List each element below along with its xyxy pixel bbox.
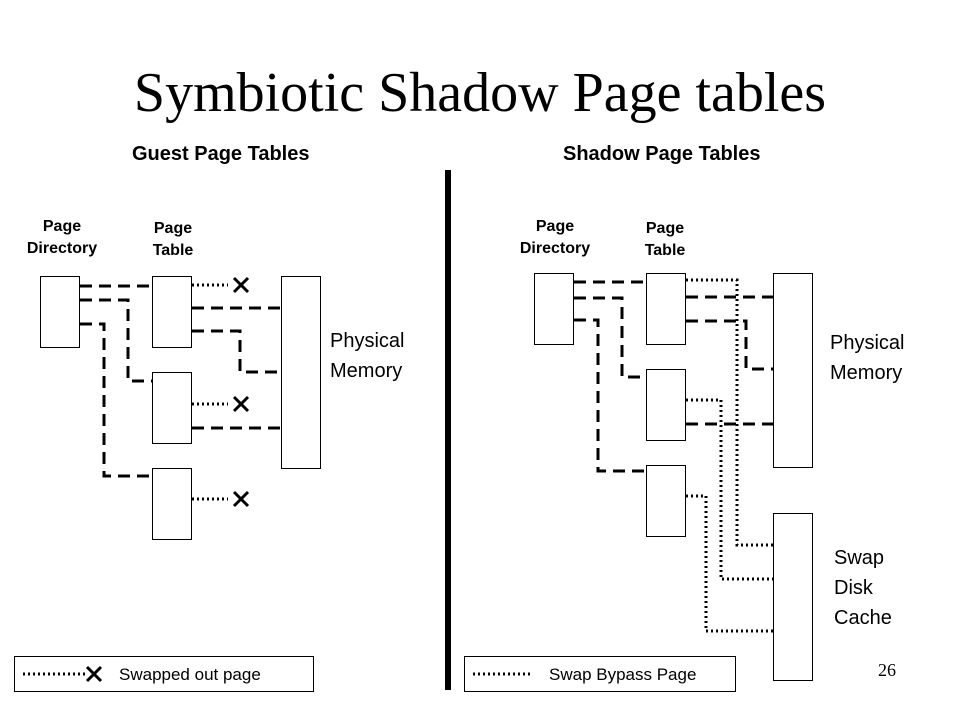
guest-physical-memory-box xyxy=(281,276,321,469)
guest-x-mark-2 xyxy=(232,395,250,413)
swap-bypass-legend-icon xyxy=(473,672,531,676)
shadow-dir-to-table2 xyxy=(574,296,646,379)
shadow-heading: Shadow Page Tables xyxy=(563,143,761,165)
shadow-page-table-box-2 xyxy=(646,369,686,441)
guest-page-table-box-1 xyxy=(152,276,192,348)
guest-dir-to-table2 xyxy=(80,298,152,383)
shadow-table1-to-mem-b xyxy=(686,319,773,371)
shadow-bypass-line-3 xyxy=(686,494,773,633)
legend-swap-bypass-text: Swap Bypass Page xyxy=(549,665,697,684)
guest-page-table-box-2 xyxy=(152,372,192,444)
shadow-page-table-box-1 xyxy=(646,273,686,345)
slide-title: Symbiotic Shadow Page tables xyxy=(133,62,827,124)
guest-x-mark-1 xyxy=(232,276,250,294)
guest-dir-to-table3 xyxy=(80,322,152,478)
page-number: 26 xyxy=(878,660,896,680)
shadow-physical-memory-box xyxy=(773,273,813,468)
swapped-out-legend-icon xyxy=(23,665,103,683)
shadow-dir-to-table3 xyxy=(574,318,646,473)
shadow-bypass-line-2 xyxy=(686,398,773,581)
shadow-bypass-line-1 xyxy=(686,278,773,547)
guest-x-mark-3 xyxy=(232,490,250,508)
legend-swapped-out: Swapped out page xyxy=(14,656,314,692)
legend-swap-bypass: Swap Bypass Page xyxy=(464,656,736,692)
guest-page-directory-box xyxy=(40,276,80,348)
swap-disk-cache-box xyxy=(773,513,813,681)
guest-heading: Guest Page Tables xyxy=(132,143,310,165)
shadow-page-directory-box xyxy=(534,273,574,345)
shadow-page-table-box-3 xyxy=(646,465,686,537)
guest-page-table-box-3 xyxy=(152,468,192,540)
guest-table1-to-mem-b xyxy=(192,329,281,374)
legend-swapped-out-text: Swapped out page xyxy=(119,665,261,684)
